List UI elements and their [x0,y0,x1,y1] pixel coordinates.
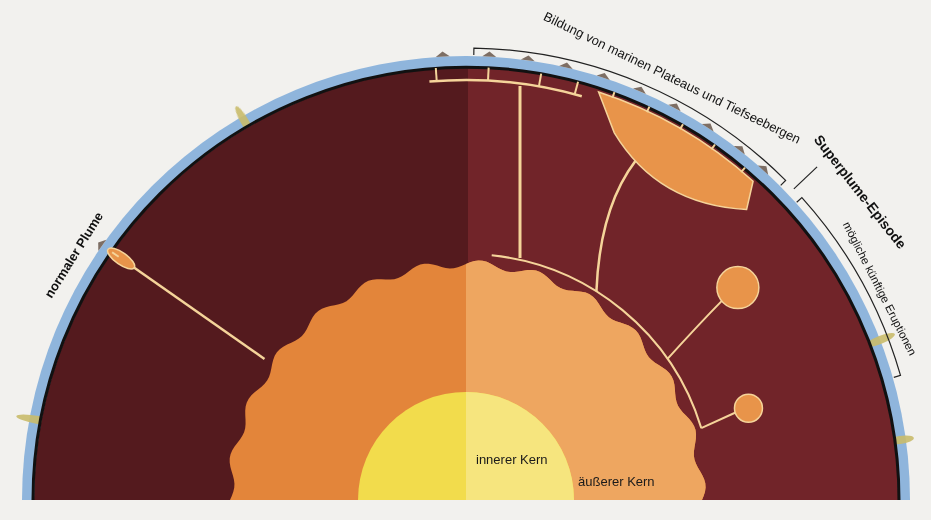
plume-vent [711,144,714,149]
inner-core-light [466,392,574,500]
bracket-tick [794,167,817,189]
plume-label: normaler Plume [42,209,107,301]
seamount [597,73,610,80]
superplume-stem [519,86,522,258]
plume-vent [112,252,119,257]
inner-core-fill [358,392,574,500]
seamount [702,123,714,131]
plume-stem [668,298,725,359]
core-label: innerer Kern [476,452,548,468]
plume-vent [487,68,490,81]
seamount [633,87,646,94]
outer-core-fill [230,260,706,500]
superplume-branch [429,80,581,96]
seamount [734,146,745,155]
seamount [668,104,680,112]
plume-stem [701,412,736,428]
seamount [521,55,535,61]
bracket-label: Bildung von marinen Plateaus und Tiefsee… [541,8,803,147]
plume-vent [575,82,578,95]
plume-vent [741,168,745,173]
outer-core: innerer Kern äußerer Kern [226,260,706,500]
plume-vent [435,68,438,81]
seamount [559,63,573,70]
core-label: äußerer Kern [578,474,655,490]
seamount [482,52,496,57]
inner-core: innerer Kern [358,392,574,500]
plume-head [734,394,762,422]
plume-vent [539,74,541,87]
bracket-label: Superplume-Episode [810,132,909,253]
core-shape [358,392,574,500]
plume-stem [124,260,265,359]
plume-head [717,267,759,309]
seamount [98,240,106,251]
plume-stem [596,151,644,292]
plume-vent [647,107,650,112]
plume-head [105,244,138,272]
seamount [758,165,768,174]
outer-core-light [466,260,706,500]
plume-vent [680,124,683,129]
plume-vent [612,92,614,98]
seamount [436,52,450,57]
